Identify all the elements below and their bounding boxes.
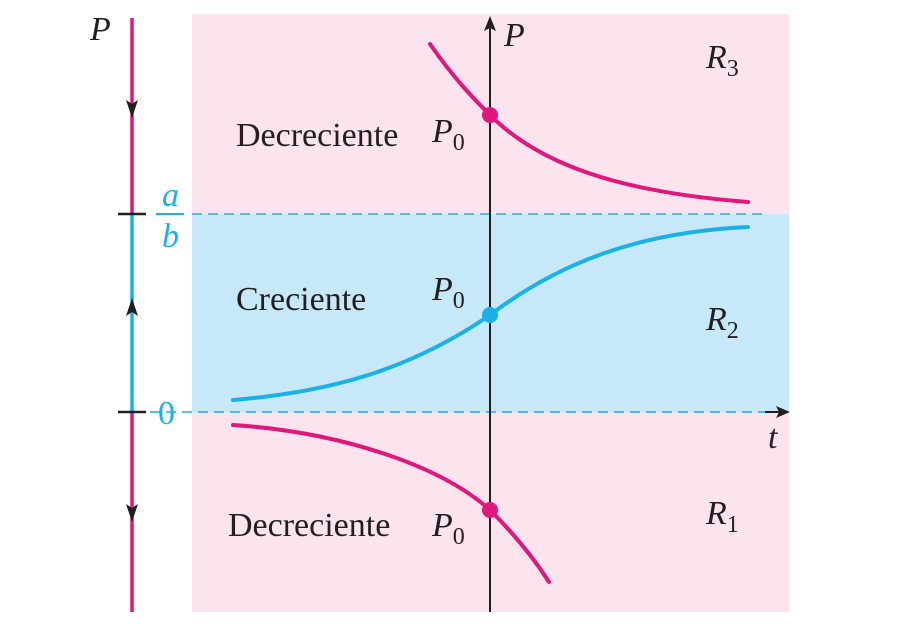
phase-arrow-up-middle: [126, 298, 138, 316]
decreasing-curve-r3: [428, 42, 750, 204]
initial-point-r1: [482, 502, 498, 518]
region-r2-label: R2: [705, 301, 739, 344]
initial-point-label-r3: P0: [431, 113, 465, 156]
increasing-label: Creciente: [236, 281, 366, 318]
initial-point-label-r1: P0: [431, 507, 465, 550]
t-axis-label: t: [768, 419, 779, 456]
initial-point-r3: [482, 107, 498, 123]
decreasing-label-bottom: Decreciente: [228, 507, 390, 544]
phase-line-label: P: [89, 11, 111, 48]
region-r1-label: R1: [705, 495, 739, 538]
phase-arrow-down-upper: [126, 100, 138, 118]
initial-point-r2: [482, 307, 498, 323]
phase-line-denominator: b: [162, 218, 179, 255]
region-r3-label: R3: [705, 39, 739, 82]
decreasing-label-top: Decreciente: [236, 117, 398, 154]
t-axis-arrowhead: [776, 406, 790, 418]
phase-arrow-down-lower: [126, 504, 138, 522]
p-axis-label: P: [503, 17, 525, 54]
p-axis-arrowhead: [484, 16, 496, 31]
phase-line-numerator: a: [162, 177, 179, 214]
phase-line-zero-label: 0: [158, 395, 175, 432]
initial-point-label-r2: P0: [431, 271, 465, 314]
decreasing-curve-r1: [231, 423, 551, 584]
